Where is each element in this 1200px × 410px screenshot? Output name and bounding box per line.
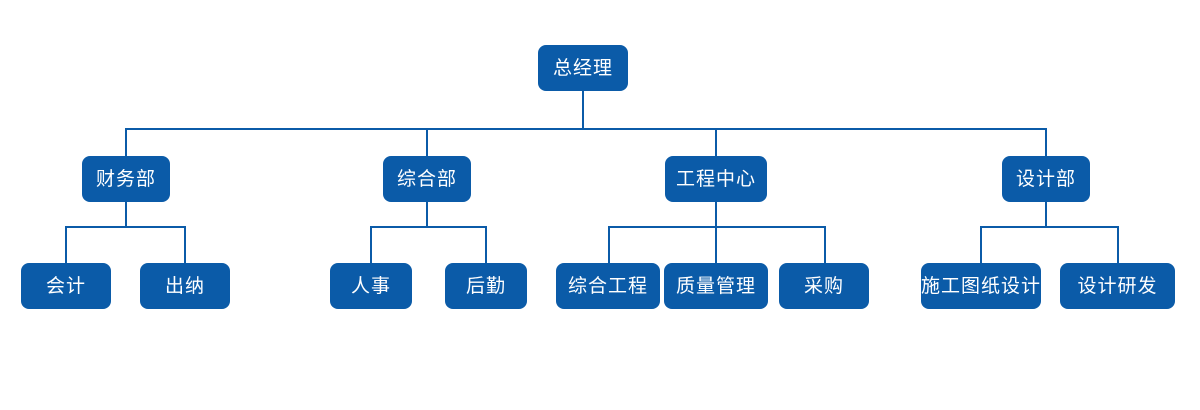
connector-engineering-center-stem — [715, 202, 717, 227]
connector-drop-engineering-center — [715, 128, 717, 156]
org-node-label: 设计研发 — [1077, 275, 1158, 297]
connector-drop-procurement — [824, 226, 826, 263]
org-node-human-resources[interactable]: 人事 — [330, 263, 412, 309]
connector-drop-design — [1045, 128, 1047, 156]
connector-drop-finance — [125, 128, 127, 156]
connector-drop-design-rnd — [1117, 226, 1119, 263]
org-node-accounting[interactable]: 会计 — [21, 263, 111, 309]
connector-finance-bus — [65, 226, 186, 228]
org-node-quality-management[interactable]: 质量管理 — [664, 263, 768, 309]
org-node-logistics[interactable]: 后勤 — [445, 263, 527, 309]
org-node-general-affairs-department[interactable]: 综合部 — [383, 156, 471, 202]
org-node-label: 人事 — [350, 275, 391, 297]
org-node-label: 出纳 — [164, 275, 205, 297]
connector-drop-general-affairs — [426, 128, 428, 156]
connector-finance-stem — [125, 202, 127, 227]
connector-general-affairs-stem — [426, 202, 428, 227]
org-node-label: 施工图纸设计 — [921, 275, 1042, 297]
org-node-design-department[interactable]: 设计部 — [1002, 156, 1090, 202]
org-node-label: 质量管理 — [675, 275, 756, 297]
connector-drop-comprehensive-engineering — [608, 226, 610, 263]
connector-design-stem — [1045, 202, 1047, 227]
connector-main-bus — [125, 128, 1047, 130]
org-node-label: 设计部 — [1015, 168, 1076, 190]
org-node-label: 会计 — [45, 275, 86, 297]
org-node-general-manager[interactable]: 总经理 — [538, 45, 628, 91]
org-node-engineering-center[interactable]: 工程中心 — [665, 156, 767, 202]
org-node-label: 财务部 — [95, 168, 156, 190]
org-node-construction-drawing-design[interactable]: 施工图纸设计 — [921, 263, 1041, 309]
connector-drop-hr — [370, 226, 372, 263]
org-node-label: 综合部 — [396, 168, 457, 190]
org-node-label: 总经理 — [552, 57, 613, 79]
connector-drop-cashier — [184, 226, 186, 263]
connector-drop-construction-drawing-design — [980, 226, 982, 263]
org-node-cashier[interactable]: 出纳 — [140, 263, 230, 309]
org-node-label: 工程中心 — [675, 168, 756, 190]
org-node-design-research-development[interactable]: 设计研发 — [1060, 263, 1175, 309]
org-node-procurement[interactable]: 采购 — [779, 263, 869, 309]
org-node-label: 后勤 — [465, 275, 506, 297]
connector-root-stem — [582, 91, 584, 129]
connector-drop-quality-management — [715, 226, 717, 263]
connector-engineering-center-bus — [608, 226, 826, 228]
org-node-comprehensive-engineering[interactable]: 综合工程 — [556, 263, 660, 309]
connector-design-bus — [980, 226, 1119, 228]
org-node-label: 综合工程 — [567, 275, 648, 297]
connector-general-affairs-bus — [370, 226, 487, 228]
org-node-label: 采购 — [803, 275, 844, 297]
org-node-finance-department[interactable]: 财务部 — [82, 156, 170, 202]
connector-drop-accounting — [65, 226, 67, 263]
connector-drop-logistics — [485, 226, 487, 263]
